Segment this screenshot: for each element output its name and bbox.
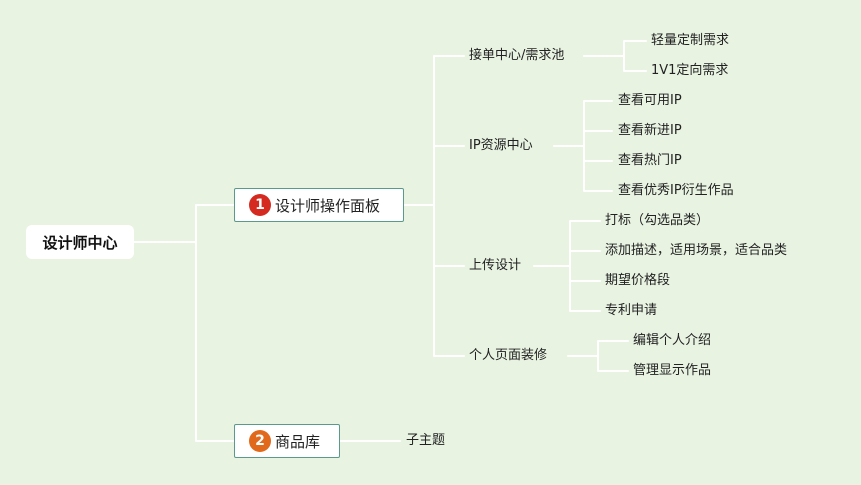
topic-designer-panel-label: 设计师操作面板 [275, 196, 381, 215]
leaf-view-hot-ip[interactable]: 查看热门IP [618, 153, 682, 168]
topic-product-library-label: 商品库 [275, 432, 321, 451]
root-topic-label: 设计师中心 [42, 233, 118, 252]
topic-designer-panel[interactable]: 1 设计师操作面板 [234, 188, 404, 222]
leaf-price-range[interactable]: 期望价格段 [605, 273, 671, 288]
leaf-tag-category[interactable]: 打标（勾选品类） [605, 213, 710, 228]
topic-product-library[interactable]: 2 商品库 [234, 424, 340, 458]
leaf-view-available-ip[interactable]: 查看可用IP [618, 93, 682, 108]
topic-personal-page[interactable]: 个人页面装修 [469, 348, 548, 363]
leaf-patent-application[interactable]: 专利申请 [605, 303, 658, 318]
leaf-1v1-directed[interactable]: 1V1定向需求 [651, 63, 729, 78]
topic-ip-resource-center[interactable]: IP资源中心 [469, 138, 533, 153]
number-badge-1: 1 [249, 194, 271, 216]
leaf-manage-works[interactable]: 管理显示作品 [633, 363, 712, 378]
leaf-add-description[interactable]: 添加描述，适用场景，适合品类 [605, 243, 788, 258]
number-badge-2: 2 [249, 430, 271, 452]
leaf-edit-intro[interactable]: 编辑个人介绍 [633, 333, 712, 348]
topic-upload-design[interactable]: 上传设计 [469, 258, 522, 273]
root-topic[interactable]: 设计师中心 [26, 225, 134, 259]
topic-order-center[interactable]: 接单中心/需求池 [469, 48, 565, 63]
leaf-light-custom[interactable]: 轻量定制需求 [651, 33, 730, 48]
leaf-view-derivative-works[interactable]: 查看优秀IP衍生作品 [618, 183, 734, 198]
leaf-view-new-ip[interactable]: 查看新进IP [618, 123, 682, 138]
topic-subtopic[interactable]: 子主题 [406, 433, 446, 448]
